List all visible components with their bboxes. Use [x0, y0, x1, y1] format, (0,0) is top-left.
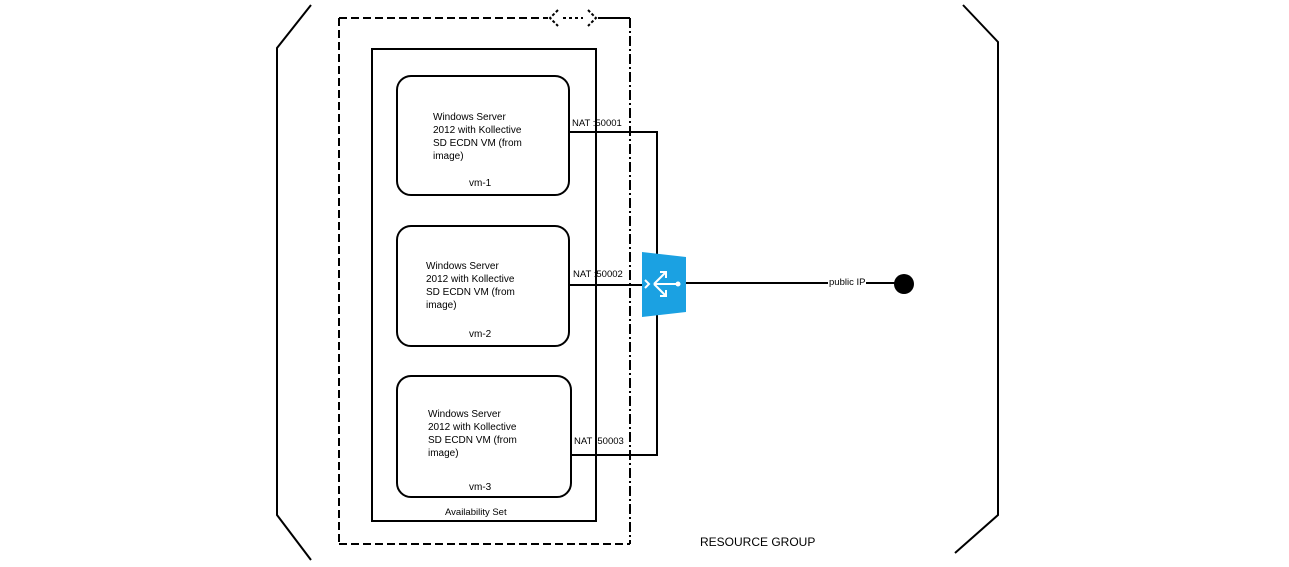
- vm-box-1: [396, 75, 570, 196]
- resource-group-left-bracket: [276, 4, 312, 561]
- vm-3-description: Windows Server 2012 with Kollective SD E…: [428, 409, 517, 459]
- vm-3-name: vm-3: [469, 482, 492, 493]
- vm-2-description: Windows Server 2012 with Kollective SD E…: [426, 261, 515, 311]
- resource-group-label: RESOURCE GROUP: [700, 535, 816, 549]
- vm-box-3: [396, 375, 572, 498]
- nat-label-3: NAT :50003: [574, 436, 624, 447]
- public-ip-endpoint: [894, 274, 914, 294]
- vm-1-name: vm-1: [469, 178, 492, 189]
- cloud-service-boundary: [338, 9, 631, 545]
- nat-label-1: NAT :50001: [572, 118, 622, 129]
- nat-connections: [569, 131, 658, 456]
- load-balancer-icon: [642, 252, 686, 317]
- public-ip-label: public IP: [828, 277, 867, 288]
- availability-set-label: Availability Set: [445, 507, 507, 518]
- vm-1-description: Windows Server 2012 with Kollective SD E…: [433, 112, 522, 162]
- resource-group-right-bracket: [954, 4, 999, 554]
- vm-2-name: vm-2: [469, 329, 492, 340]
- nat-label-2: NAT :50002: [573, 269, 623, 280]
